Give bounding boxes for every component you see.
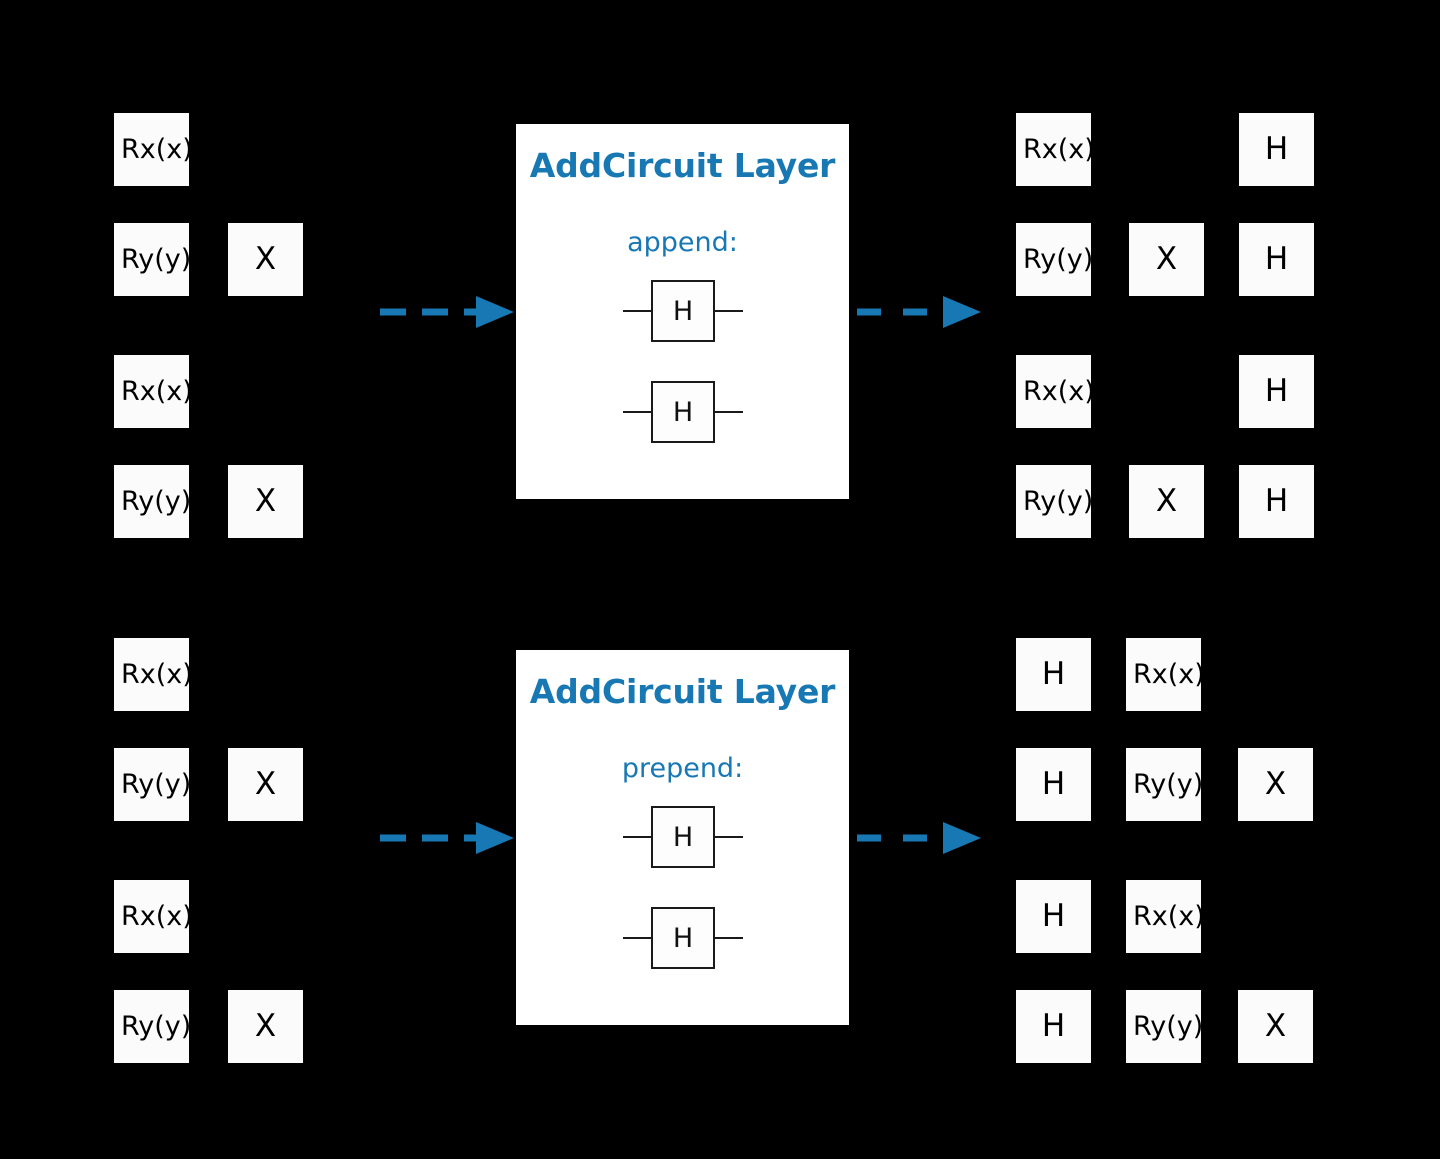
arrow-input-to-panel-top [378, 292, 514, 332]
gate-ryy: Ry(y) [114, 465, 191, 538]
gate-x: X [228, 748, 303, 821]
gate-ryy: Ry(y) [1126, 990, 1203, 1063]
hadamard-gate-icon: H [651, 280, 715, 342]
gate-h: H [1239, 465, 1314, 538]
gate-rxx: Rx(x) [114, 355, 193, 428]
arrow-panel-to-output-bottom [855, 818, 981, 858]
addcircuit-panel-prepend: AddCircuit Layer prepend: H H [516, 650, 849, 1025]
gate-h: H [1239, 223, 1314, 296]
gate-rxx: Rx(x) [1126, 880, 1205, 953]
gate-ryy: Ry(y) [1016, 465, 1093, 538]
wire-left-icon [623, 411, 651, 413]
gate-x: X [1238, 748, 1313, 821]
wire-right-icon [715, 310, 743, 312]
gate-h: H [1016, 638, 1091, 711]
hadamard-gate-icon: H [651, 806, 715, 868]
gate-rxx: Rx(x) [1126, 638, 1205, 711]
panel-gate-row-append-0: H [623, 280, 743, 342]
gate-h: H [1016, 880, 1091, 953]
arrow-panel-to-output-top [855, 292, 981, 332]
gate-h: H [1239, 355, 1314, 428]
gate-rxx: Rx(x) [1016, 113, 1095, 186]
gate-h: H [1239, 113, 1314, 186]
gate-ryy: Ry(y) [114, 990, 191, 1063]
hadamard-gate-icon: H [651, 907, 715, 969]
gate-ryy: Ry(y) [114, 748, 191, 821]
gate-x: X [228, 223, 303, 296]
gate-h: H [1016, 748, 1091, 821]
gate-ryy: Ry(y) [1016, 223, 1093, 296]
panel-gate-row-append-1: H [623, 381, 743, 443]
addcircuit-panel-append: AddCircuit Layer append: H H [516, 124, 849, 499]
wire-left-icon [623, 310, 651, 312]
arrow-input-to-panel-bottom [378, 818, 514, 858]
gate-rxx: Rx(x) [1016, 355, 1095, 428]
panel-title-prepend: AddCircuit Layer [529, 672, 836, 711]
panel-mode-label-append: append: [627, 227, 738, 258]
wire-left-icon [623, 836, 651, 838]
gate-x: X [228, 465, 303, 538]
panel-gate-row-prepend-1: H [623, 907, 743, 969]
gate-rxx: Rx(x) [114, 638, 193, 711]
gate-x: X [1238, 990, 1313, 1063]
gate-h: H [1016, 990, 1091, 1063]
gate-rxx: Rx(x) [114, 880, 193, 953]
panel-title-append: AddCircuit Layer [529, 146, 836, 185]
wire-right-icon [715, 411, 743, 413]
gate-ryy: Ry(y) [1126, 748, 1203, 821]
panel-gate-row-prepend-0: H [623, 806, 743, 868]
gate-ryy: Ry(y) [114, 223, 191, 296]
gate-x: X [1129, 465, 1204, 538]
gate-x: X [228, 990, 303, 1063]
hadamard-gate-icon: H [651, 381, 715, 443]
gate-x: X [1129, 223, 1204, 296]
wire-left-icon [623, 937, 651, 939]
panel-mode-label-prepend: prepend: [621, 753, 744, 784]
wire-right-icon [715, 836, 743, 838]
gate-rxx: Rx(x) [114, 113, 193, 186]
wire-right-icon [715, 937, 743, 939]
